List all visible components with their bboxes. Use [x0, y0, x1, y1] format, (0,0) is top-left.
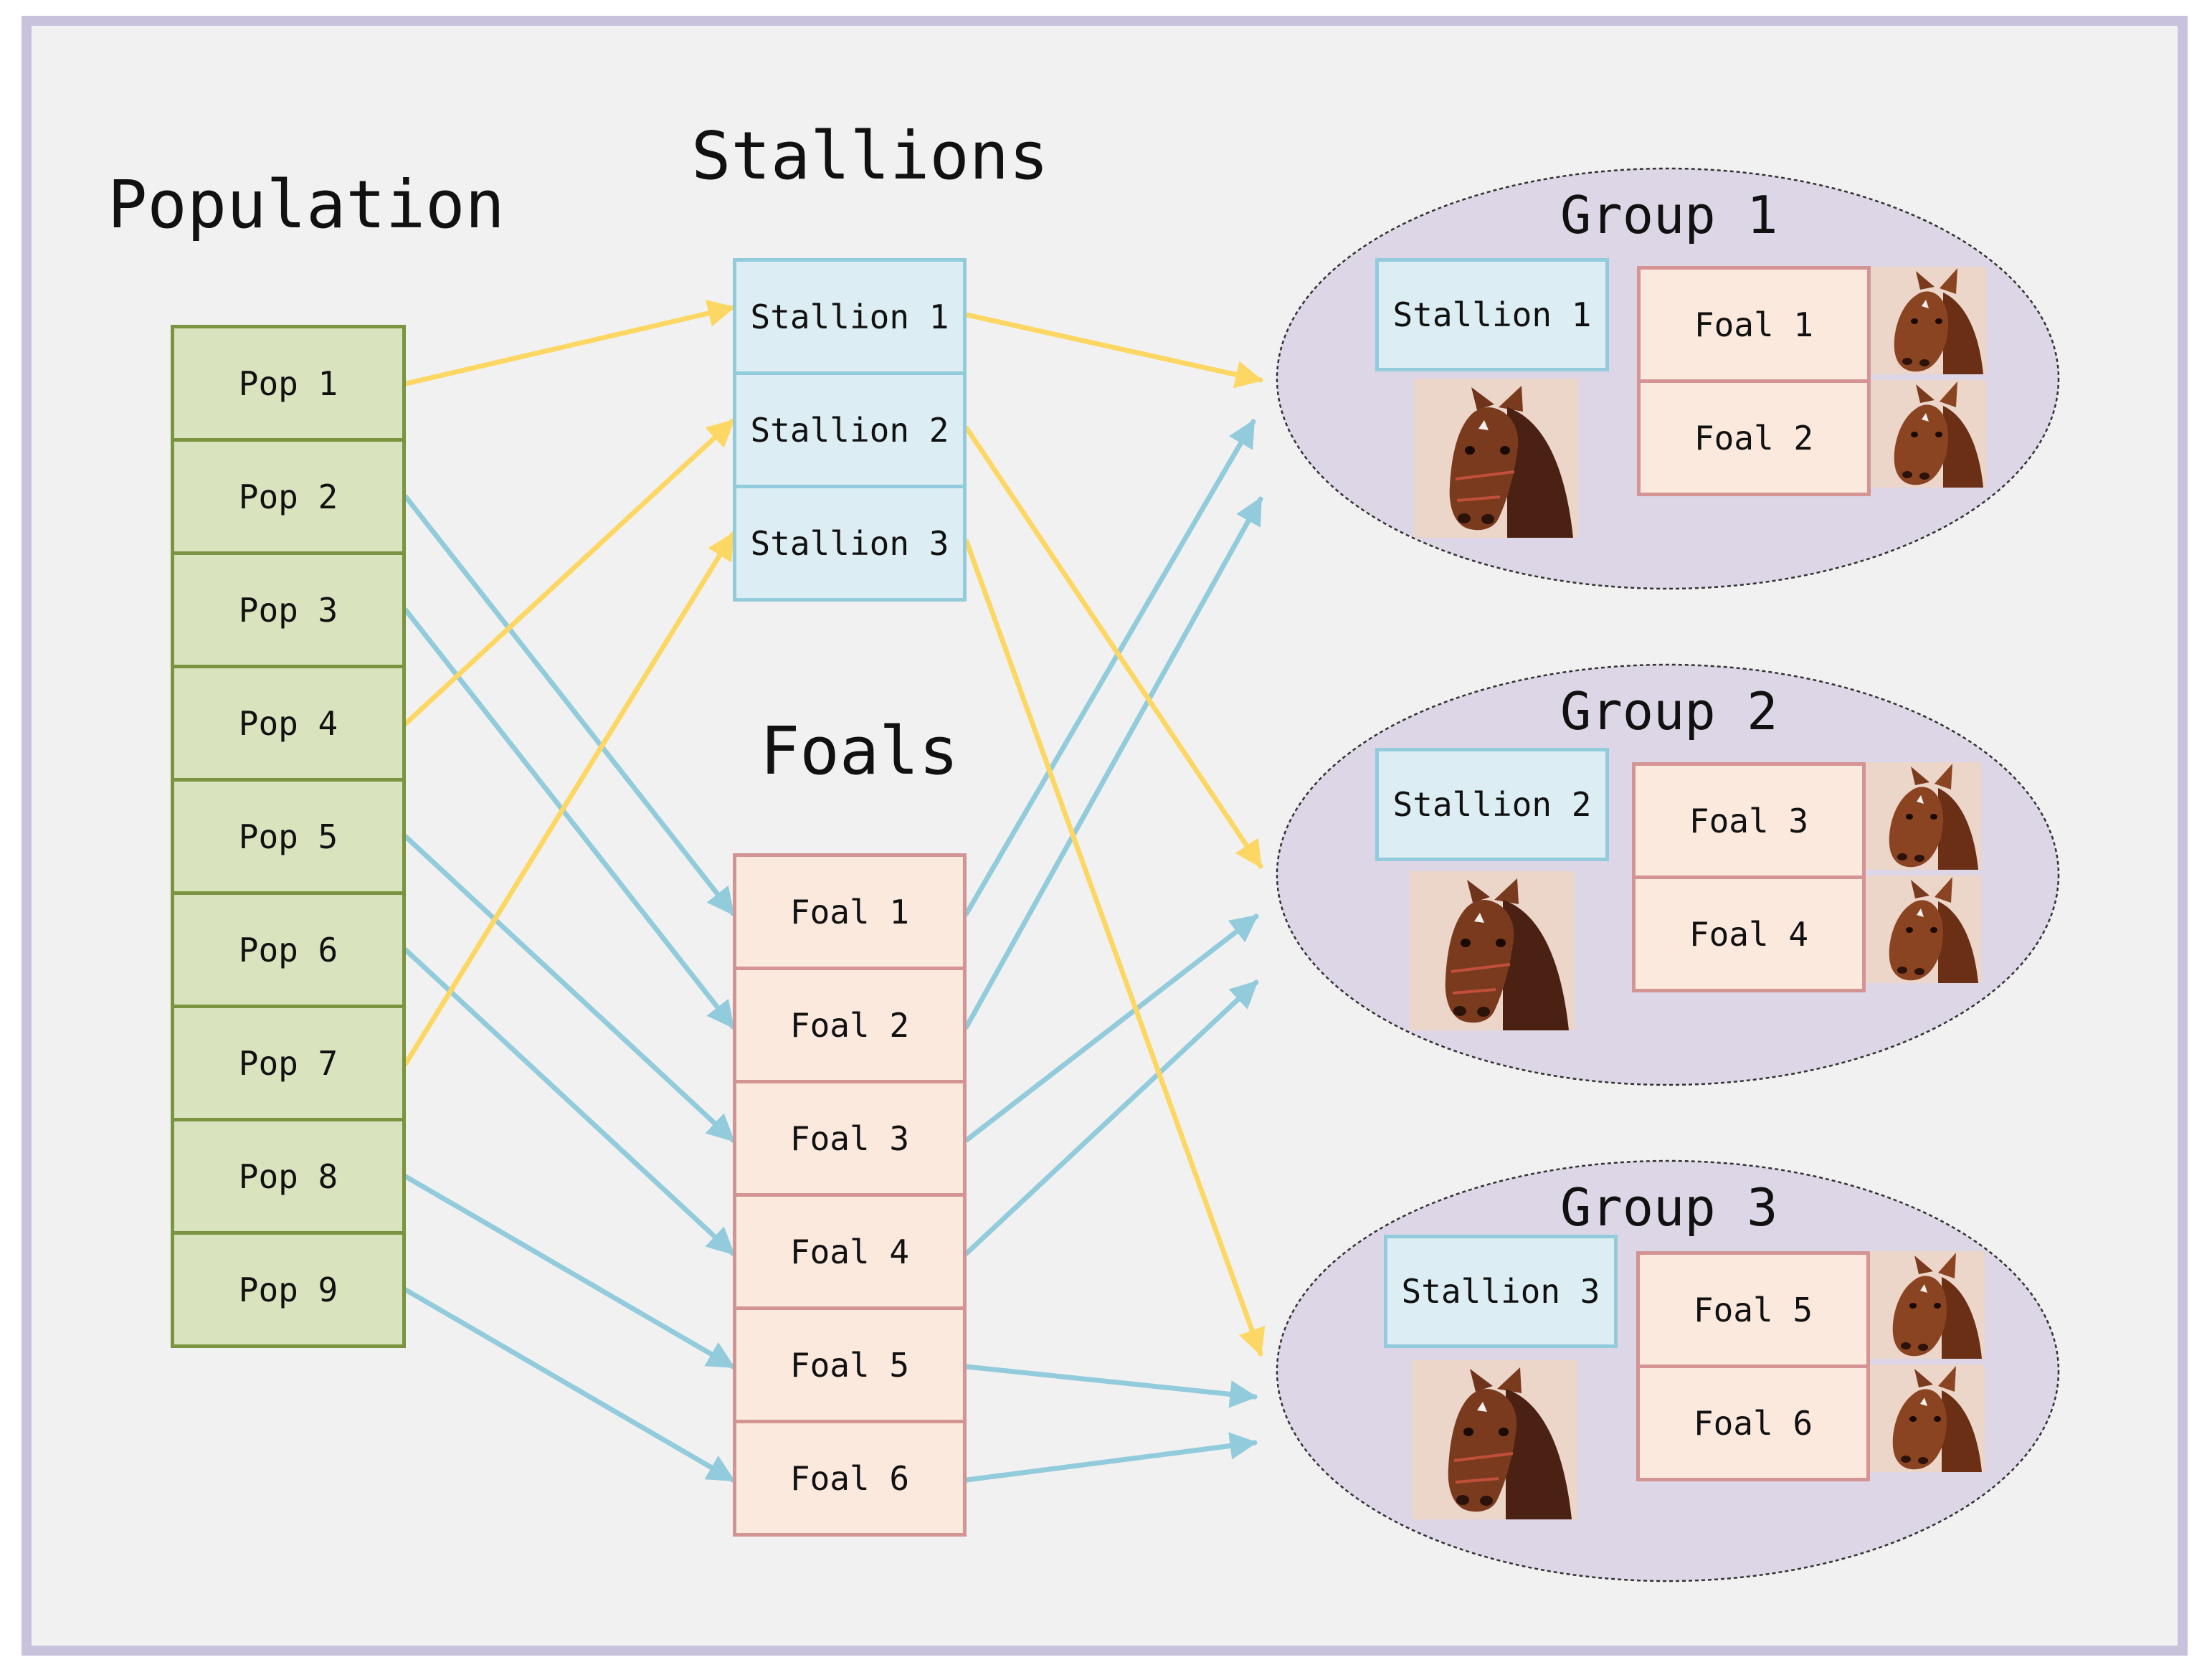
arrow-foal-1-to-group-1	[964, 419, 1256, 916]
arrow-pop-4-to-stallion-2	[403, 418, 736, 726]
arrow-pop-7-to-stallion-3	[403, 531, 736, 1066]
group-1-foal-1: Foal 1	[1637, 266, 1871, 383]
foal-horse-picture	[1871, 267, 1986, 374]
stallion-item-2: Stallion 2	[733, 371, 967, 488]
group-1-foal-2: Foal 2	[1637, 379, 1871, 496]
group-2-stallion: Stallion 2	[1375, 748, 1609, 861]
arrow-foal-6-to-group-3	[964, 1432, 1258, 1483]
arrow-stallion-3-to-group-3	[964, 538, 1266, 1357]
population-item-3: Pop 3	[171, 551, 406, 668]
foals-heading: Foals	[760, 713, 959, 789]
stallion-horse-picture	[1414, 379, 1579, 538]
population-item-6: Pop 6	[171, 891, 406, 1008]
arrow-pop-1-to-stallion-1	[403, 300, 736, 386]
group-3-stallion: Stallion 3	[1384, 1235, 1618, 1348]
arrow-pop-9-to-foal-6	[403, 1287, 736, 1483]
foal-item-2: Foal 2	[733, 967, 967, 1083]
stallion-horse-picture	[1410, 871, 1575, 1030]
foal-horse-picture	[1871, 380, 1986, 488]
population-item-2: Pop 2	[171, 438, 406, 555]
population-item-9: Pop 9	[171, 1231, 406, 1348]
foal-horse-picture	[1870, 1365, 1985, 1472]
population-item-7: Pop 7	[171, 1005, 406, 1121]
arrow-pop-2-to-foal-1	[403, 494, 736, 916]
group-3-foal-1: Foal 5	[1636, 1251, 1870, 1368]
foal-horse-picture	[1866, 762, 1981, 870]
group-2-foal-2: Foal 4	[1632, 875, 1866, 992]
arrow-pop-5-to-foal-3	[403, 834, 736, 1143]
group-1-stallion: Stallion 1	[1375, 258, 1609, 371]
foal-item-3: Foal 3	[733, 1080, 967, 1197]
stallions-heading: Stallions	[691, 118, 1049, 194]
foal-item-6: Foal 6	[733, 1420, 967, 1537]
foal-horse-picture	[1870, 1251, 1985, 1359]
group-3-title: Group 3	[1560, 1177, 1778, 1238]
arrow-stallion-2-to-group-2	[964, 425, 1263, 869]
foal-item-1: Foal 1	[733, 853, 967, 970]
group-2-foal-1: Foal 3	[1632, 762, 1866, 879]
population-item-8: Pop 8	[171, 1118, 406, 1235]
group-1-title: Group 1	[1560, 185, 1778, 245]
population-heading: Population	[108, 166, 505, 243]
arrow-foal-4-to-group-2	[964, 979, 1259, 1256]
stallion-item-3: Stallion 3	[733, 485, 967, 602]
arrow-pop-6-to-foal-4	[403, 947, 736, 1256]
stallion-item-1: Stallion 1	[733, 258, 967, 375]
arrow-stallion-1-to-group-1	[964, 312, 1263, 389]
group-3-foal-2: Foal 6	[1636, 1365, 1870, 1481]
arrow-pop-8-to-foal-5	[403, 1174, 736, 1370]
arrow-foal-3-to-group-2	[964, 913, 1259, 1143]
foal-horse-picture	[1866, 875, 1981, 983]
population-item-1: Pop 1	[171, 325, 406, 442]
foal-item-5: Foal 5	[733, 1306, 967, 1423]
arrow-pop-3-to-foal-2	[403, 607, 736, 1030]
arrow-foal-2-to-group-1	[964, 496, 1263, 1030]
foal-item-4: Foal 4	[733, 1193, 967, 1310]
arrow-foal-5-to-group-3	[964, 1364, 1258, 1408]
population-item-4: Pop 4	[171, 665, 406, 782]
stallion-horse-picture	[1413, 1360, 1577, 1519]
population-item-5: Pop 5	[171, 778, 406, 895]
group-2-title: Group 2	[1560, 681, 1778, 741]
